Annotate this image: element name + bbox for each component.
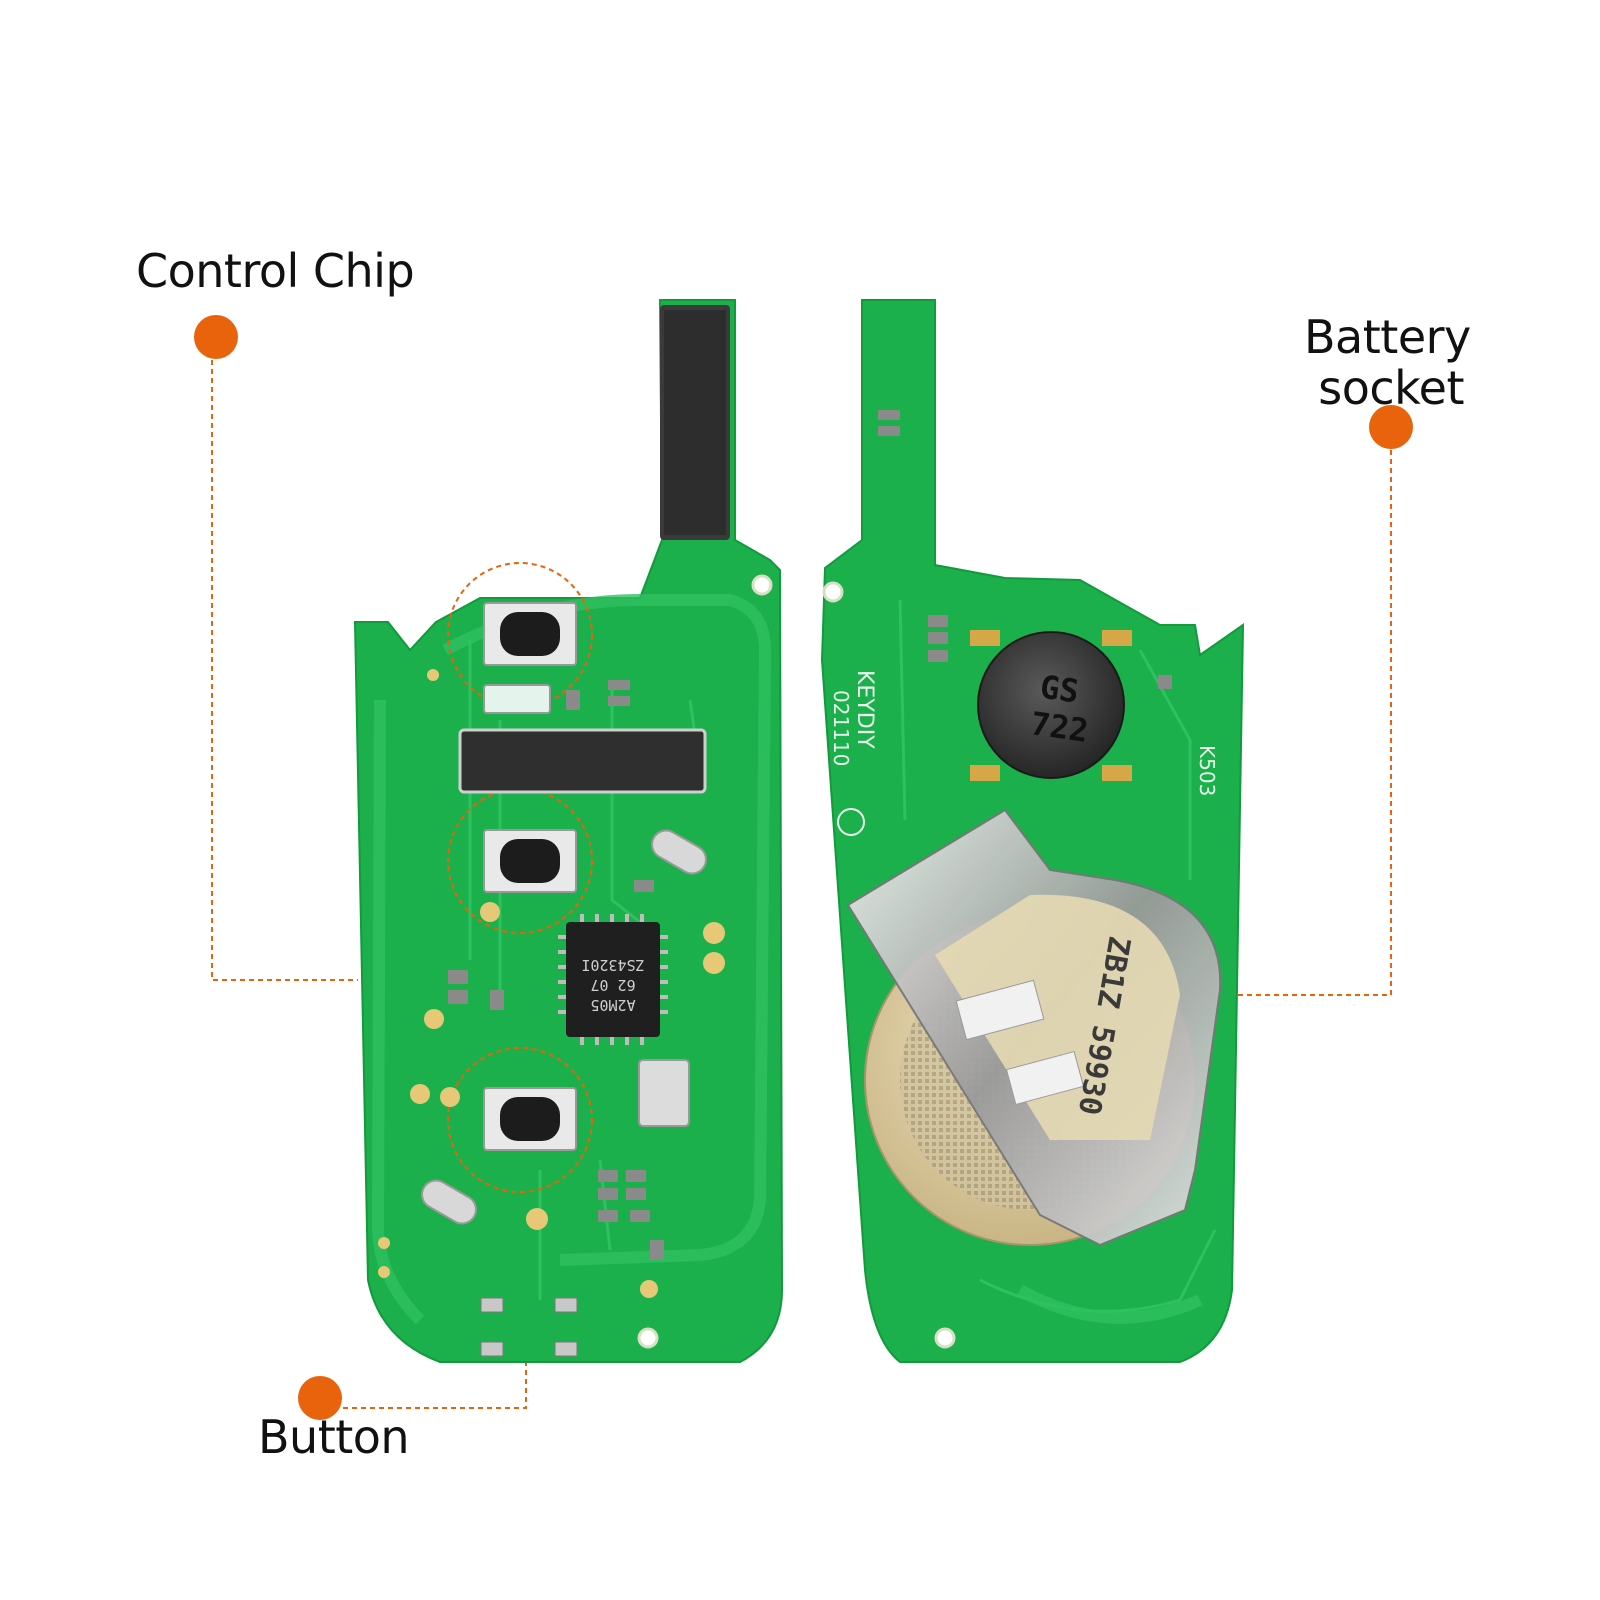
crystal-oscillator (638, 1059, 690, 1127)
orange-dot-icon (298, 1376, 342, 1420)
model-silkscreen: K503 (1195, 745, 1219, 796)
mount-hole (822, 581, 844, 603)
tact-button-2[interactable] (447, 788, 593, 934)
pcb-back: GS 722 KEYDIY 021110 K503 ZB1Z 59930 (820, 299, 1245, 1363)
led (483, 684, 551, 714)
mount-hole (934, 1327, 956, 1349)
oval-pad (651, 829, 707, 875)
tact-button-1[interactable] (447, 562, 593, 708)
test-pads (378, 669, 725, 1298)
coil-component (458, 728, 707, 794)
board-code-silkscreen: 021110 (829, 690, 853, 766)
callout-line (343, 1215, 527, 1409)
oval-pad (421, 1179, 477, 1225)
button-label: Button (258, 1410, 410, 1464)
battery-socket: ZB1Z 59930 (846, 808, 1222, 1247)
w-logo-icon (837, 808, 865, 836)
button-highlight-circle (447, 1047, 593, 1193)
callout-control-chip (194, 315, 358, 981)
smd-components (878, 410, 1172, 689)
callout-line (211, 360, 358, 981)
smd-components (448, 680, 664, 1260)
pcb-trace (1017, 1284, 1203, 1324)
control-chip: A2M05 62 07 ZS4320I (558, 914, 668, 1045)
callout-button (298, 1215, 527, 1420)
battery-socket-label: Battery socket (1304, 310, 1471, 415)
inductor: GS 722 (970, 630, 1132, 781)
bottom-pads (480, 1297, 578, 1357)
chip-marking-1: A2M05 (590, 996, 635, 1014)
callout-line (1222, 450, 1392, 996)
orange-dot-icon (1369, 405, 1413, 449)
tact-button-3[interactable] (447, 1047, 593, 1193)
chip-marking-2: 62 07 (590, 976, 635, 994)
control-chip-label: Control Chip (136, 244, 415, 298)
pcb-front: A2M05 62 07 ZS4320I (353, 299, 784, 1363)
mount-hole (751, 574, 773, 596)
callout-battery-socket (1222, 405, 1413, 996)
chip-marking-3: ZS4320I (581, 956, 644, 974)
button-highlight-circle (447, 788, 593, 934)
battery-socket-label-line1: Battery (1304, 310, 1471, 364)
mount-hole (637, 1327, 659, 1349)
orange-dot-icon (194, 315, 238, 359)
battery-socket-label-line2: socket (1318, 360, 1464, 415)
antenna-component-body (664, 310, 726, 535)
brand-silkscreen: KEYDIY (852, 670, 877, 749)
inductor-marking-1: GS (1038, 668, 1081, 711)
inductor-marking-2: 722 (1028, 704, 1091, 750)
